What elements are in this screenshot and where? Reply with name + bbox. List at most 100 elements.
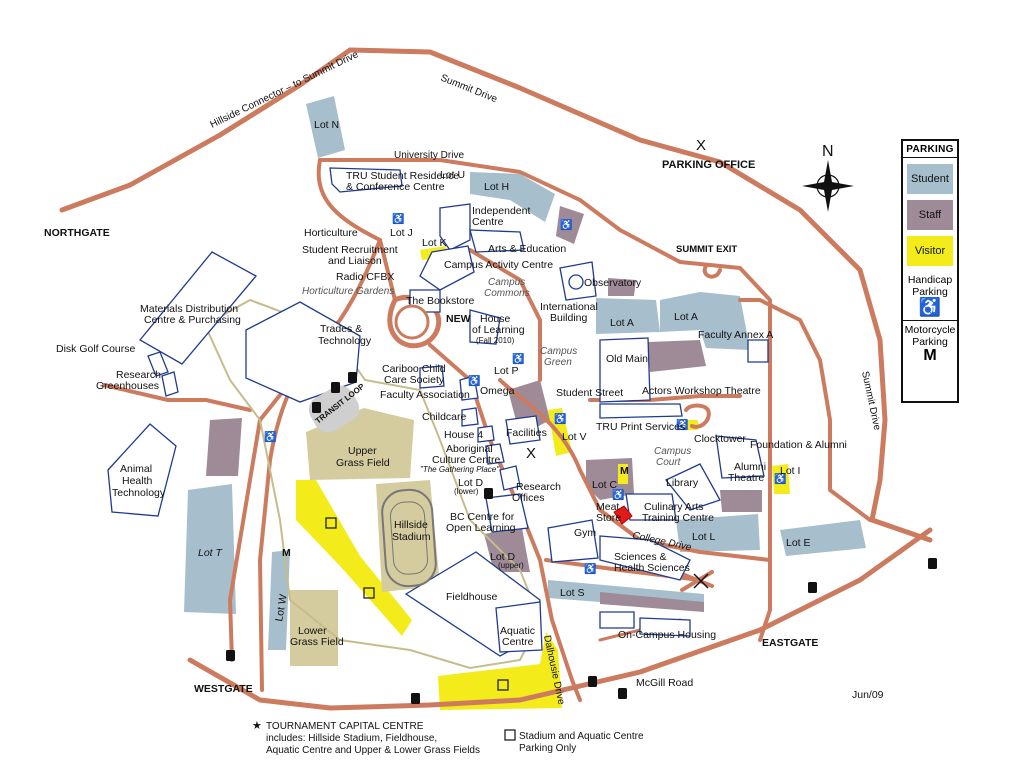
lot-d-upper-sub: (upper): [498, 561, 524, 570]
lot-s-staff[interactable]: [600, 592, 704, 612]
stadium-parking-west[interactable]: [296, 480, 412, 636]
lot-w-area[interactable]: [268, 550, 290, 650]
materials-building[interactable]: [139, 251, 258, 365]
stadium-parking-note-2: Parking Only: [519, 743, 576, 754]
lot-t-label: Lot T: [198, 547, 224, 559]
lot-i-area[interactable]: [772, 464, 790, 494]
lower-field-label-1: Lower: [298, 625, 327, 637]
lot-i-label: Lot I: [780, 465, 800, 477]
animal-label-2: Health: [122, 475, 153, 487]
meat-store-building[interactable]: [613, 505, 633, 525]
lot-a-staff[interactable]: [648, 340, 706, 372]
upper-field-label-2: Grass Field: [336, 457, 390, 469]
lot-u-label: Lot U: [440, 169, 465, 181]
lot-w-staff[interactable]: [206, 418, 242, 476]
clocktower-building[interactable]: [715, 435, 765, 479]
stadium-label-1: Hillside: [394, 519, 428, 531]
bc-centre-building[interactable]: [485, 493, 529, 533]
campus-activity-building[interactable]: [419, 245, 475, 291]
trades-label-2: Technology: [318, 335, 372, 347]
horticulture-label: Horticulture: [304, 227, 358, 239]
motorcycle-mark-2: M: [620, 465, 629, 477]
stadium-label-2: Stadium: [392, 531, 431, 543]
lot-t-area[interactable]: [184, 484, 236, 614]
student-street-label: Student Street: [556, 387, 623, 399]
campus-green-label-2: Green: [544, 357, 572, 368]
aboriginal-building[interactable]: [485, 443, 505, 465]
research-offices-building[interactable]: [499, 465, 521, 491]
lot-h-staff[interactable]: [556, 206, 584, 244]
print-services-building[interactable]: [599, 403, 683, 419]
gym-label: Gym: [574, 527, 596, 539]
aquatic-label-1: Aquatic: [500, 625, 535, 637]
aquatic-building[interactable]: [495, 601, 543, 653]
independent-centre-building[interactable]: [439, 203, 471, 251]
stadium-parking-south[interactable]: [438, 632, 562, 710]
lot-h-area[interactable]: [470, 172, 555, 222]
legend-handicap-line2: Parking: [912, 286, 948, 298]
independent-label-1: Independent: [472, 205, 530, 217]
facilities-building[interactable]: [505, 415, 541, 445]
hol-label-1: House: [480, 313, 511, 325]
research-gh-label-1: Research: [116, 369, 161, 381]
research-off-label-2: Offices: [512, 492, 544, 504]
legend-visitor-swatch: Visitor: [907, 236, 953, 266]
residence-building[interactable]: [329, 167, 403, 193]
transit-loop-area[interactable]: [304, 381, 365, 438]
faculty-annex-building[interactable]: [747, 339, 769, 363]
svg-text:♿: ♿: [468, 374, 480, 387]
lot-a1-area[interactable]: [596, 298, 660, 334]
lot-d-upper[interactable]: [484, 528, 530, 572]
childcare-building[interactable]: [461, 407, 479, 427]
animal-health-building[interactable]: [107, 423, 177, 517]
house-of-learning-building[interactable]: [469, 309, 501, 345]
hillside-stadium[interactable]: [381, 488, 438, 588]
research-greenhouse-1[interactable]: [147, 351, 169, 377]
house4-building[interactable]: [477, 425, 495, 443]
housing-building-1[interactable]: [599, 611, 635, 629]
lot-e-area[interactable]: [780, 520, 866, 556]
facilities-x-mark: X: [526, 445, 536, 462]
svg-text:♿: ♿: [264, 430, 276, 443]
library-building[interactable]: [664, 463, 721, 511]
svg-text:♿: ♿: [554, 412, 566, 425]
omega-label: Omega: [480, 385, 515, 397]
alumni-theatre-label-2: Theatre: [728, 472, 764, 484]
parking-office-mark: X: [696, 137, 706, 154]
lot-d-upper-label: Lot D: [490, 551, 516, 563]
lot-a2-area[interactable]: [660, 292, 750, 350]
lot-l-area[interactable]: [676, 514, 760, 552]
gym-building[interactable]: [547, 519, 599, 563]
lot-n-area[interactable]: [306, 96, 345, 158]
lot-n-label: Lot N: [314, 119, 339, 131]
aquatic-label-2: Centre: [502, 636, 534, 648]
research-greenhouse-2[interactable]: [161, 371, 179, 397]
svg-text:♿: ♿: [612, 488, 624, 501]
lot-j-label: Lot J: [390, 227, 413, 239]
svg-text:♿: ♿: [774, 472, 786, 485]
lot-c-visitor[interactable]: [618, 464, 628, 484]
sciences-building[interactable]: [599, 535, 691, 581]
lot-w-label: Lot W: [273, 593, 290, 622]
house4-label: House 4: [444, 429, 483, 441]
childcare-society-building[interactable]: [419, 365, 445, 389]
parking-legend: PARKING Student Staff Visitor Handicap P…: [901, 139, 959, 403]
roundabout: [394, 304, 430, 340]
housing-building-2[interactable]: [639, 617, 691, 637]
radio-label: Radio CFBX: [336, 271, 394, 283]
lot-a-staff2[interactable]: [608, 278, 636, 296]
observatory-dome[interactable]: [568, 274, 584, 290]
old-main-building[interactable]: [599, 337, 651, 403]
legend-motorcycle-line2: Parking: [912, 336, 948, 348]
old-main-label: Old Main: [606, 353, 648, 365]
fieldhouse-label: Fieldhouse: [446, 591, 498, 603]
svg-text:♿: ♿: [512, 352, 524, 365]
arts-education-building[interactable]: [469, 229, 525, 253]
legend-title: PARKING: [903, 141, 957, 158]
omega-building[interactable]: [459, 375, 479, 401]
svg-text:♿: ♿: [392, 212, 404, 225]
map-icons: ♿ ♿ ♿ ♿ ♿ ♿ ♿ ♿ ♿ ♿: [226, 160, 937, 741]
residence-label-1: TRU Student Residence: [346, 170, 459, 182]
alumni-staff[interactable]: [720, 490, 762, 512]
library-label: Library: [666, 477, 699, 489]
